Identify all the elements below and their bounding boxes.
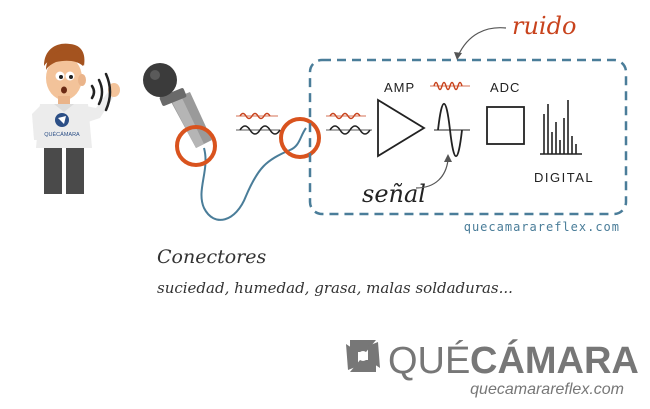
amplified-signal-icon: [430, 81, 470, 157]
signal-arrow: [415, 159, 449, 189]
amplifier-triangle-icon: [377, 98, 426, 158]
microphone-cable: [200, 127, 307, 221]
noise-arrowhead: [454, 52, 462, 60]
logo-que: QUÉ: [388, 339, 470, 382]
logo-url: quecamarareflex.com: [470, 381, 624, 398]
sound-waves-icon: [90, 72, 112, 112]
digital-spectrum-icon: [540, 100, 582, 155]
signal-label: señal: [362, 180, 426, 208]
noise-arrow: [457, 27, 507, 57]
person-talking-icon: QUÉCÁMARA: [32, 43, 120, 194]
connector-highlight-mic: [175, 125, 217, 167]
logo-camara: CÁMARA: [470, 338, 639, 382]
input-waves-icon: [326, 112, 372, 135]
connectors-causes: suciedad, humedad, grasa, malas soldadur…: [157, 279, 513, 297]
connector-highlight-box: [279, 117, 321, 159]
adc-label: ADC: [490, 80, 520, 95]
shirt-logo-text: QUÉCÁMARA: [44, 131, 80, 138]
box-watermark: quecamarareflex.com: [464, 220, 620, 234]
equipment-box: [308, 58, 628, 216]
adc-box-icon: [486, 106, 525, 145]
digital-label: DIGITAL: [534, 170, 594, 185]
noise-label: ruido: [512, 12, 576, 40]
aperture-logo-icon: [346, 340, 380, 372]
amp-label: AMP: [384, 80, 415, 95]
signal-with-noise-icon: [236, 112, 281, 135]
signal-arrowhead: [444, 154, 452, 162]
connectors-title: Conectores: [157, 246, 266, 268]
microphone-icon: [143, 63, 212, 148]
